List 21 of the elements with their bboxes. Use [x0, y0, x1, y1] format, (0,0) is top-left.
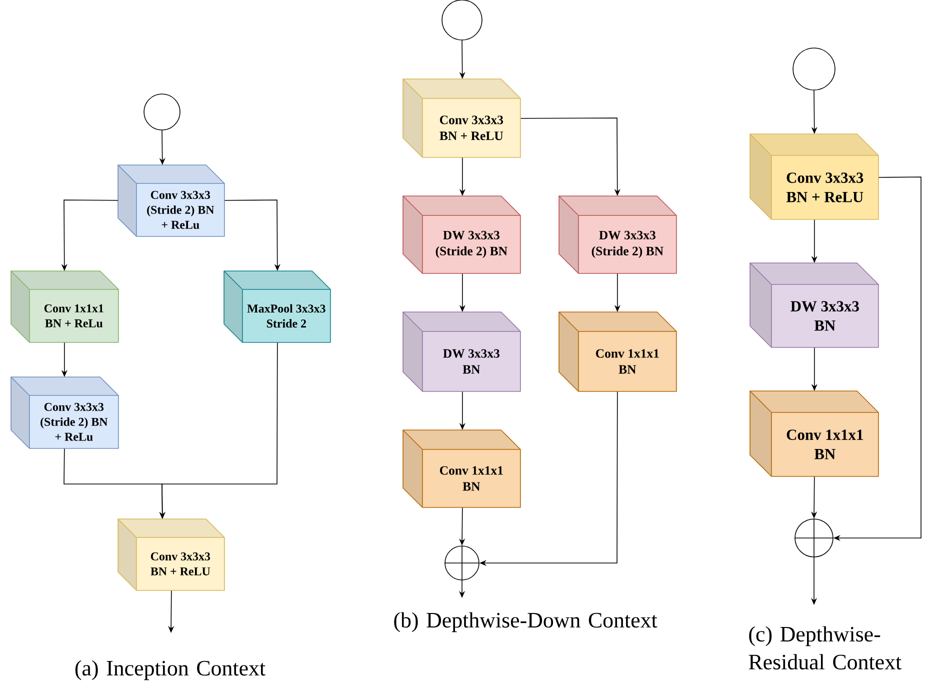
input-circle	[792, 48, 836, 90]
input-circle	[144, 94, 180, 130]
caption: (b) Depthwise-Down Context	[394, 612, 658, 632]
cube-block: Conv 3x3x3 BN + ReLU	[402, 78, 521, 158]
cube-block: DW 3x3x3 BN	[402, 312, 521, 392]
cube-block: DW 3x3x3 (Stride 2) BN	[558, 196, 677, 274]
cube-block: Conv 1x1x1 BN	[558, 312, 677, 392]
cube-block: Conv 3x3x3 (Stride 2) BN + ReLu	[10, 376, 119, 449]
caption: (c) Depthwise-Residual Context	[748, 626, 902, 670]
cube-block: Conv 1x1x1 BN	[402, 430, 521, 508]
cube-block: Conv 1x1x1 BN	[750, 390, 879, 477]
cube-block: Conv 3x3x3 BN + ReLU	[118, 518, 225, 591]
cube-block: Conv 3x3x3 BN + ReLU	[750, 134, 879, 220]
cube-block: DW 3x3x3 BN	[750, 262, 879, 348]
caption: (a) Inception Context	[75, 660, 266, 680]
cube-block: Conv 3x3x3 (Stride 2) BN + ReLu	[118, 164, 225, 237]
sum-symbol	[794, 518, 834, 558]
cube-block: Conv 1x1x1 BN + ReLu	[10, 270, 119, 343]
cube-block: DW 3x3x3 (Stride 2) BN	[402, 196, 521, 274]
sum-symbol	[444, 545, 480, 581]
cube-block: MaxPool 3x3x3 Stride 2	[224, 270, 331, 343]
